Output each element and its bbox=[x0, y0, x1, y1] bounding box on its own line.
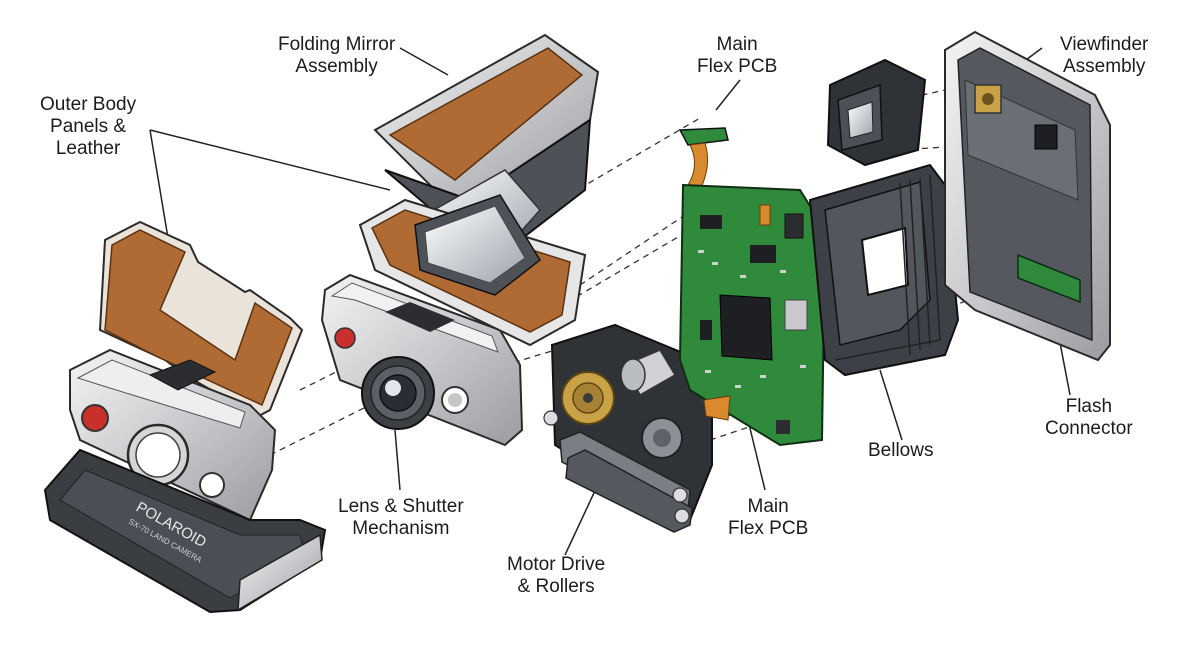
camera-base-body: POLAROID SX-70 LAND CAMERA bbox=[43, 348, 327, 614]
motor-drive-rollers bbox=[543, 323, 713, 533]
label-motor-drive-rollers: Motor Drive& Rollers bbox=[507, 554, 606, 597]
bellows-assembly bbox=[808, 163, 960, 377]
folding-mirror-assembly bbox=[358, 33, 600, 347]
lens-shutter-mechanism bbox=[320, 273, 524, 447]
outer-body-leather-panel bbox=[98, 220, 304, 420]
label-bellows: Bellows bbox=[868, 440, 934, 461]
main-flex-pcb-board bbox=[678, 127, 827, 447]
viewfinder-assembly-panel bbox=[944, 30, 1111, 362]
viewfinder-eyepiece bbox=[826, 58, 927, 167]
